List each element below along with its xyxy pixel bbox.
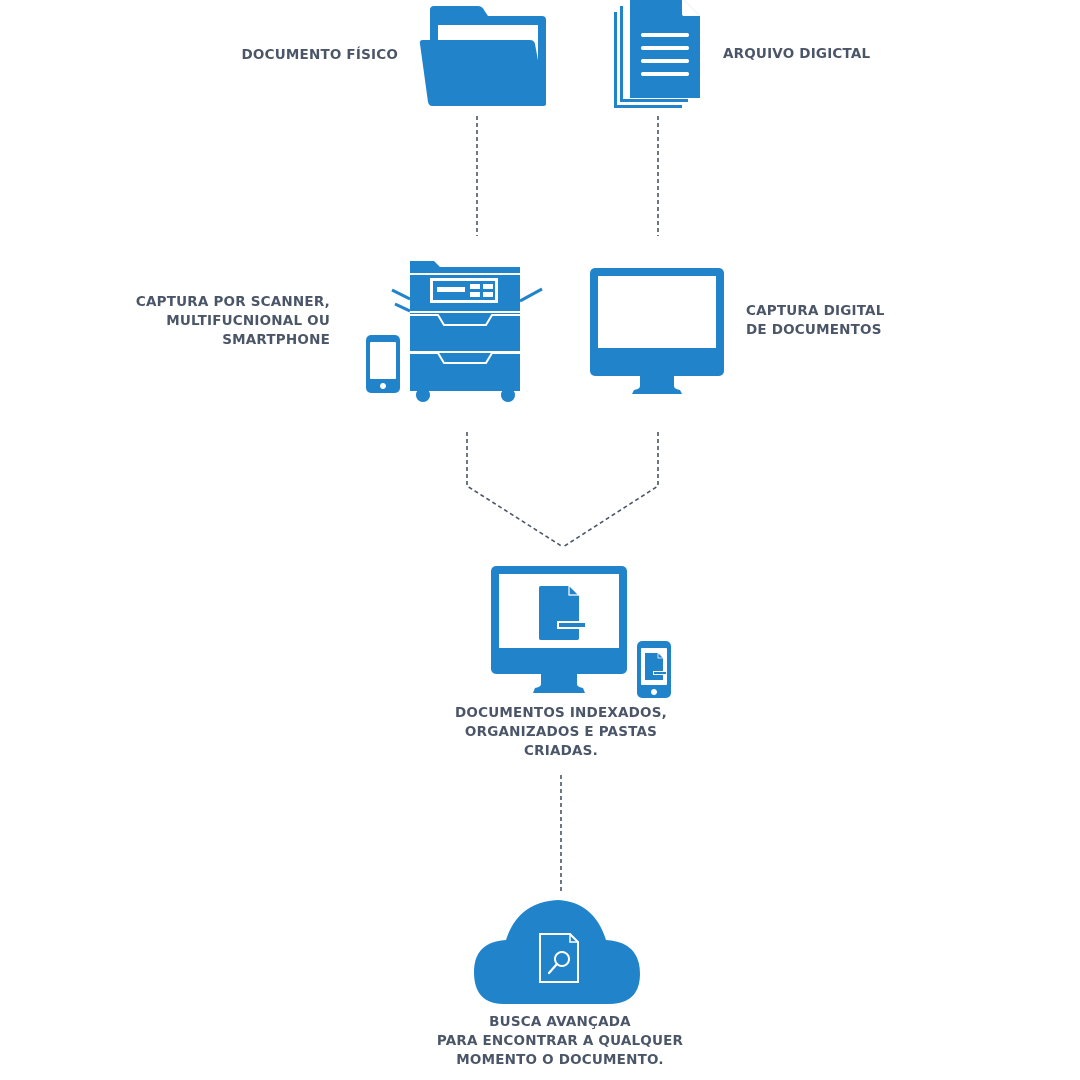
indexed-documents-label: DOCUMENTOS INDEXADOS, ORGANIZADOS E PAST…	[411, 704, 711, 761]
label-line: CAPTURA DIGITAL	[746, 303, 885, 319]
monitor-icon	[590, 268, 724, 394]
label-line: ARQUIVO DIGICTAL	[723, 46, 871, 62]
label-line: SMARTPHONE	[222, 332, 330, 348]
label-line: DOCUMENTO FÍSICO	[241, 47, 398, 63]
label-line: DE DOCUMENTOS	[746, 322, 882, 338]
documents-stack-icon	[614, 0, 700, 108]
physical-document-label: DOCUMENTO FÍSICO	[242, 46, 398, 65]
edge-capture-to-indexed	[562, 432, 659, 548]
smartphone-document-icon	[637, 641, 671, 698]
advanced-search-label: BUSCA AVANÇADA PARA ENCONTRAR A QUALQUER…	[410, 1013, 710, 1070]
label-line: CAPTURA POR SCANNER,	[135, 294, 330, 310]
multifunction-printer-icon	[391, 261, 543, 402]
label-line: ORGANIZADOS E PASTAS	[464, 724, 658, 740]
monitor-document-icon	[491, 566, 627, 693]
edge-scanner-to-indexed	[466, 432, 564, 548]
label-line: CRIADAS.	[524, 743, 598, 759]
label-line: MULTIFUCNIONAL OU	[166, 313, 330, 329]
cloud-search-icon	[474, 900, 640, 1004]
smartphone-icon	[366, 335, 400, 393]
label-line: PARA ENCONTRAR A QUALQUER	[436, 1033, 684, 1049]
label-line: BUSCA AVANÇADA	[489, 1014, 631, 1030]
digital-capture-label: CAPTURA DIGITAL DE DOCUMENTOS	[746, 302, 885, 340]
digital-file-label: ARQUIVO DIGICTAL	[723, 45, 870, 64]
label-line: MOMENTO O DOCUMENTO.	[456, 1052, 664, 1068]
scanner-capture-label: CAPTURA POR SCANNER, MULTIFUCNIONAL OU S…	[136, 293, 330, 350]
label-line: DOCUMENTOS INDEXADOS,	[455, 705, 667, 721]
folder-icon	[419, 6, 546, 106]
